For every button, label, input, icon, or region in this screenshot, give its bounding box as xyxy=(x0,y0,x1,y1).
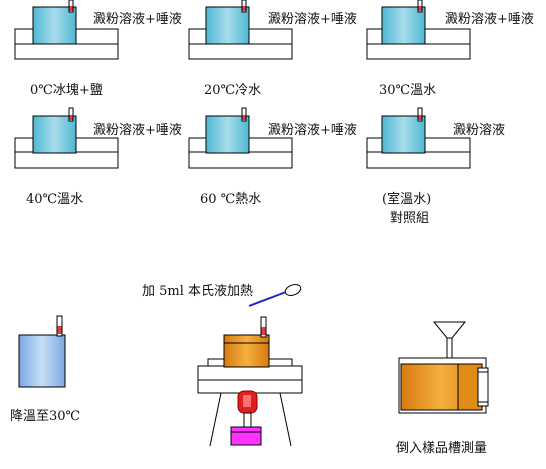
setup-4: 澱粉溶液+唾液 40℃溫水 xyxy=(14,107,182,207)
funnel-icon xyxy=(432,321,467,371)
test-tube xyxy=(417,107,423,122)
step-pour-caption: 倒入樣品槽測量 xyxy=(396,441,487,456)
setup-2: 澱粉溶液+唾液 20℃冷水 xyxy=(188,0,357,98)
step-pour: 倒入樣品槽測量 xyxy=(396,321,489,456)
setup-caption: 30℃溫水 xyxy=(379,83,436,98)
cooling-beaker xyxy=(18,334,66,388)
test-tube xyxy=(241,107,247,122)
reagent-beaker xyxy=(223,334,270,368)
setup-5: 澱粉溶液+唾液 60 ℃熱水 xyxy=(188,107,357,207)
setup-caption: 0℃冰塊+鹽 xyxy=(30,82,103,98)
setup-caption: 40℃溫水 xyxy=(26,192,83,207)
setup-1: 澱粉溶液+唾液 0℃冰塊+鹽 xyxy=(14,0,182,98)
step-cool: 降溫至30℃ xyxy=(10,315,80,424)
setup-3: 澱粉溶液+唾液 30℃溫水 xyxy=(366,0,534,98)
step-cool-caption: 降溫至30℃ xyxy=(10,409,80,424)
step-heat-label: 加 5ml 本氏液加熱 xyxy=(142,284,253,299)
tube-label: 澱粉溶液+唾液 xyxy=(93,123,182,138)
beaker xyxy=(32,115,77,154)
setup-caption: (室溫水) xyxy=(382,191,431,207)
setup-caption: 20℃冷水 xyxy=(204,83,261,98)
tube-label: 澱粉溶液 xyxy=(453,123,505,138)
step-heat: 加 5ml 本氏液加熱 xyxy=(142,284,303,447)
burner-icon xyxy=(230,390,262,446)
tube-label: 澱粉溶液+唾液 xyxy=(93,12,182,27)
setup-caption: 60 ℃熱水 xyxy=(200,192,261,207)
tube-label: 澱粉溶液+唾液 xyxy=(445,12,534,27)
tube-label: 澱粉溶液+唾液 xyxy=(268,123,357,138)
beaker xyxy=(205,6,250,45)
beaker xyxy=(381,6,426,45)
tube-label: 澱粉溶液+唾液 xyxy=(268,12,357,27)
beaker xyxy=(381,115,426,154)
beaker xyxy=(32,6,77,45)
setup-6-control: 澱粉溶液 (室溫水) 對照組 xyxy=(366,107,505,226)
test-tube xyxy=(68,107,74,122)
beaker xyxy=(205,115,250,154)
dropper-icon xyxy=(248,284,302,307)
setup-caption-2: 對照組 xyxy=(390,211,429,226)
